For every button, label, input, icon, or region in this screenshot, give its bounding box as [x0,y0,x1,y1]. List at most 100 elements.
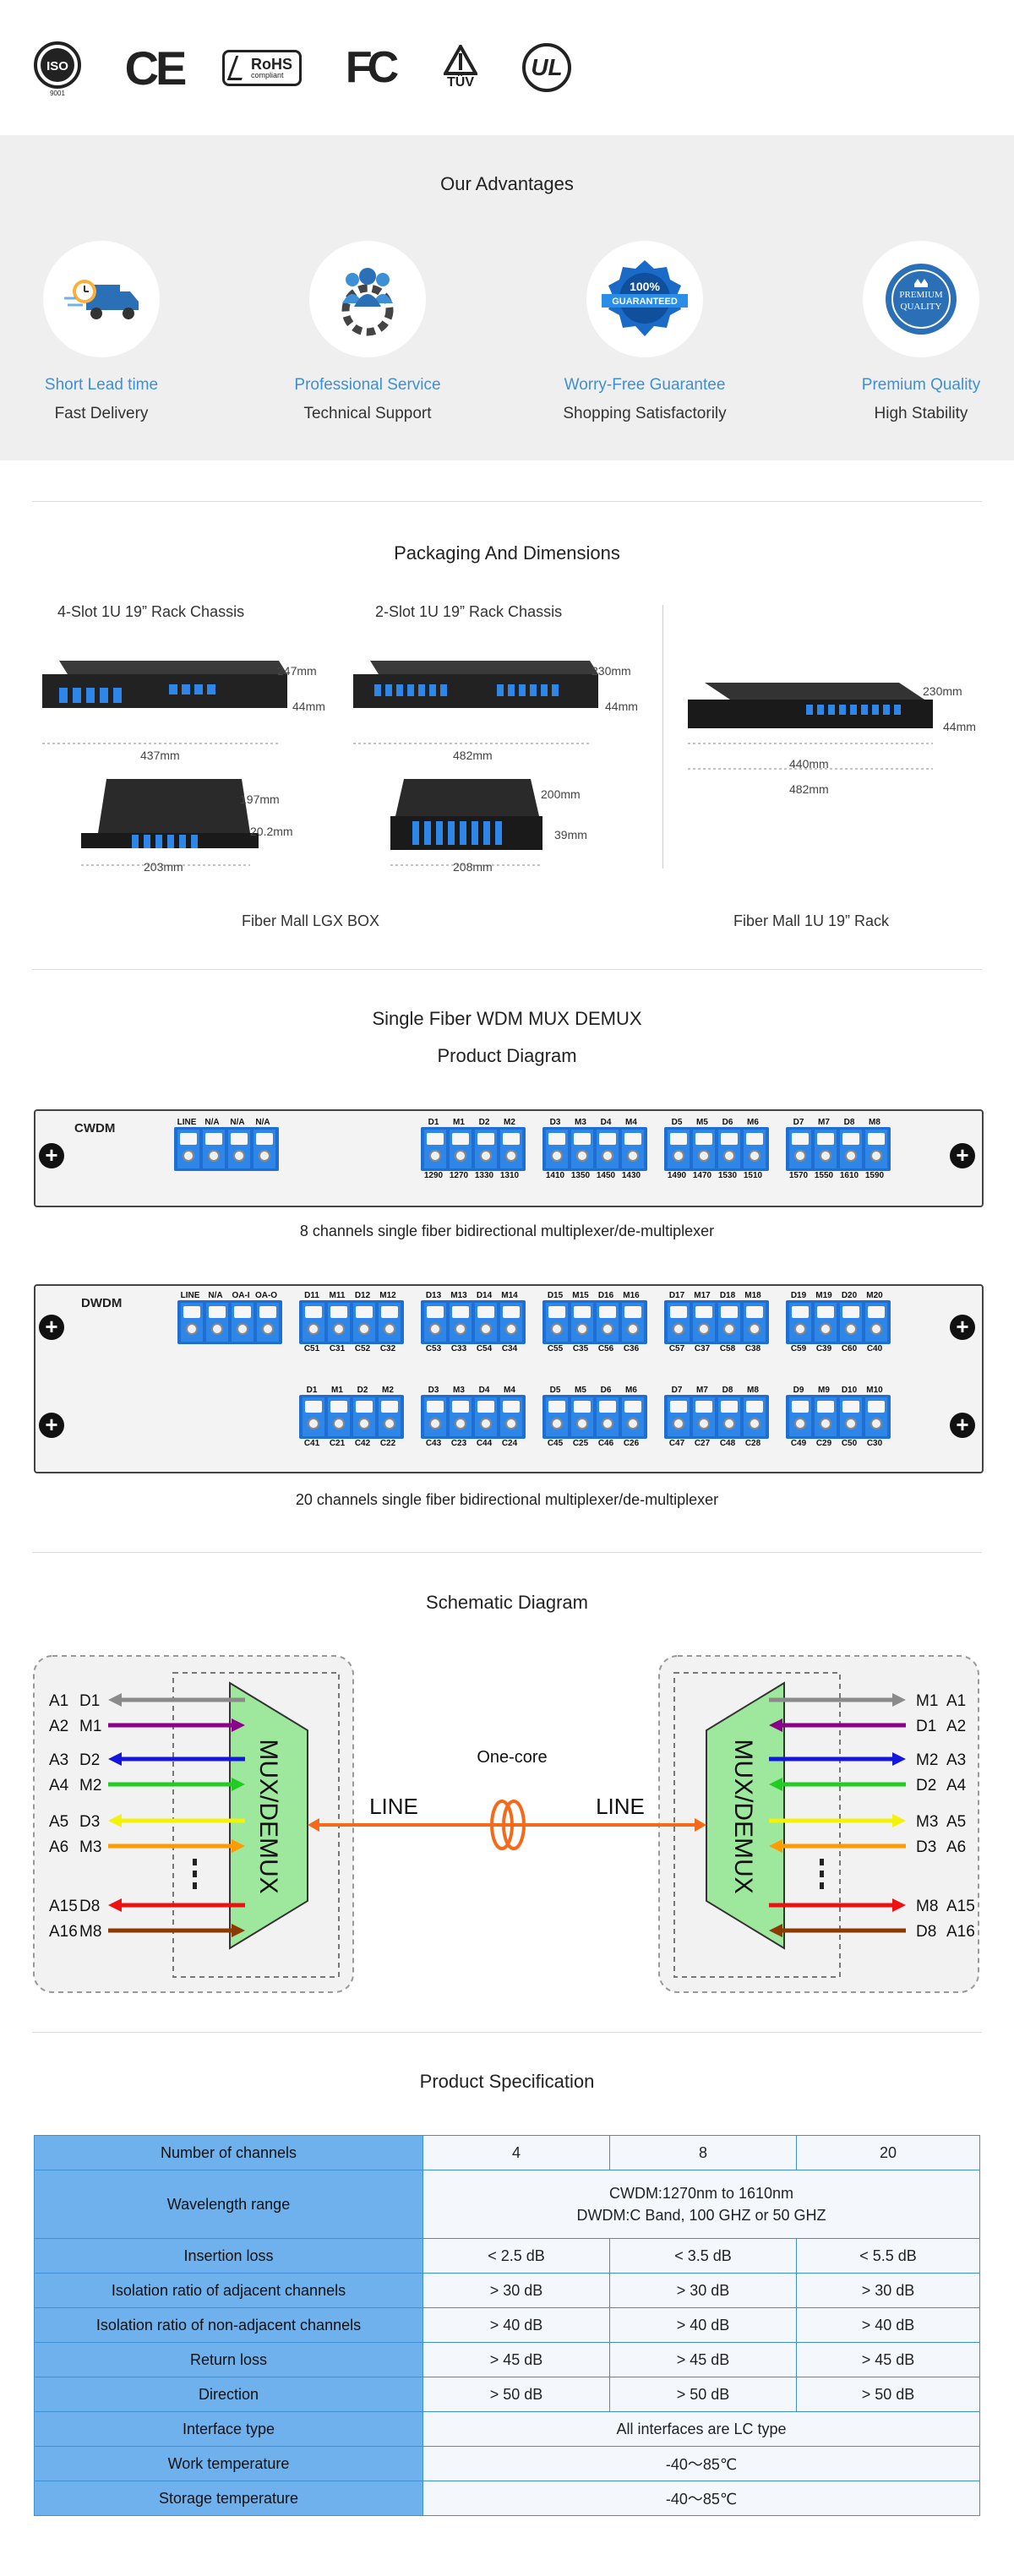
channel-label: A4 [49,1777,69,1794]
port-label: D7 [671,1386,683,1395]
rohs-logo: RoHS compliant [221,34,303,101]
table-row: Isolation ratio of adjacent channels > 3… [34,2273,980,2308]
port-label: M9 [818,1386,830,1395]
channel-label: M1 [79,1718,101,1735]
lc-port-block [174,1127,279,1171]
port-label: M14 [501,1291,518,1300]
port-label: OA-O [254,1291,278,1300]
port-wavelength-label: C51 [303,1344,320,1353]
lc-port [840,1130,862,1168]
schematic-diagram: MUX/DEMUX MUX/DEMUX LINE LINE One-core A… [0,1647,1014,2007]
lc-port [693,1130,715,1168]
spec-label: Number of channels [34,2135,423,2170]
spec-label: Storage temperature [34,2481,423,2516]
channel-label: A3 [946,1751,966,1769]
mount-screw-icon: + [950,1315,975,1340]
channel-label: A16 [946,1923,975,1941]
advantage-subtitle: Technical Support [303,405,432,422]
dim-label: 39mm [554,828,587,841]
advantage-subtitle: Shopping Satisfactorily [563,405,727,422]
port-wavelength-label: 1550 [814,1171,834,1180]
port-label: D4 [478,1386,490,1395]
svg-text:GUARANTEED: GUARANTEED [612,297,678,307]
lc-port-block [786,1395,891,1439]
lc-port [571,1397,593,1436]
signal-arrow [108,1778,245,1791]
channel-label: A6 [49,1838,68,1856]
port-label: N/A [204,1118,220,1127]
lc-port [475,1397,497,1436]
lc-port [744,1397,766,1436]
team-gear-icon [309,241,426,357]
lc-port [450,1303,472,1342]
spec-label: Isolation ratio of adjacent channels [34,2273,423,2308]
signal-arrow [769,1693,906,1707]
advantage-item-quality: PREMIUM QUALITY Premium Quality High Sta… [820,241,1014,423]
rack-caption: Fiber Mall 1U 19” Rack [733,912,890,929]
lc-port [571,1303,593,1342]
dim-label: 437mm [140,749,180,762]
port-wavelength-label: C50 [841,1439,858,1448]
port-wavelength-label: C35 [572,1344,589,1353]
channel-label: A4 [946,1777,967,1794]
port-wavelength-label: C55 [547,1344,564,1353]
port-wavelength-label: C44 [476,1439,493,1448]
port-wavelength-label: 1530 [717,1171,738,1180]
lc-port [744,1303,766,1342]
channel-label: M3 [79,1838,101,1856]
lc-port [500,1303,522,1342]
port-wavelength-label: C42 [354,1439,371,1448]
port-label: M6 [747,1118,759,1127]
port-label: M17 [694,1291,711,1300]
table-row: Insertion loss < 2.5 dB < 3.5 dB < 5.5 d… [34,2238,980,2274]
lgx-box-large-image [387,774,556,880]
chassis-4-slot-image [34,651,287,765]
spec-label: Interface type [34,2411,423,2447]
port-label: M20 [866,1291,883,1300]
port-wavelength-label: C30 [866,1439,883,1448]
spec-label: Isolation ratio of non-adjacent channels [34,2307,423,2343]
lc-port [177,1130,199,1168]
panel-label: CWDM [74,1121,116,1136]
lc-port [718,1130,740,1168]
lc-port-block [177,1300,282,1344]
port-wavelength-label: C53 [425,1344,442,1353]
channel-label: A16 [49,1923,78,1941]
port-label: M1 [331,1386,343,1395]
advantage-subtitle: High Stability [874,405,968,422]
channel-label: A2 [946,1718,966,1735]
port-label: D7 [793,1118,804,1127]
lc-port [668,1303,690,1342]
ce-logo: CE [124,41,188,95]
signal-arrow [769,1718,906,1732]
lc-port [718,1397,740,1436]
port-wavelength-label: C48 [719,1439,736,1448]
spec-value: > 50 dB [422,2377,610,2412]
mux-label: MUX/DEMUX [254,1739,282,1893]
channel-label: D2 [916,1777,936,1794]
channel-label: M8 [916,1898,938,1915]
dwdm-caption: 20 channels single fiber bidirectional m… [295,1491,719,1508]
port-label: M11 [329,1291,346,1300]
channel-label: D1 [916,1718,936,1735]
port-wavelength-label: C47 [668,1439,685,1448]
lc-port [815,1303,837,1342]
port-wavelength-label: C40 [866,1344,883,1353]
port-label: M6 [625,1386,637,1395]
port-wavelength-label: C26 [623,1439,640,1448]
spec-value: > 30 dB [422,2273,610,2308]
mount-screw-icon: + [39,1413,64,1438]
panel-label: DWDM [81,1296,123,1310]
spec-value: -40〜85℃ [422,2446,980,2481]
dim-label: 44mm [605,700,638,713]
spec-label: Work temperature [34,2446,423,2481]
chassis-2-slot-image [345,651,598,765]
port-label: M16 [623,1291,640,1300]
